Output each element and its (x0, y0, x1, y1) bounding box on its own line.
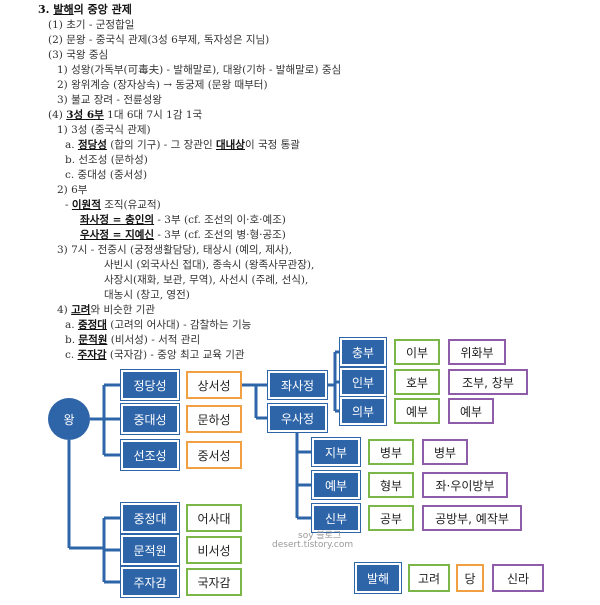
outline-line: (1) 초기 - 군정합일 (48, 19, 135, 31)
outline-line: 우사정 = 지예신 - 3부 (cf. 조선의 병·형·공조) (80, 229, 286, 241)
outline-line: 좌사정 = 충인의 - 3부 (cf. 조선의 이·호·예조) (80, 214, 286, 226)
outline-line: 1) 성왕(가독부(可毒夫) - 발해말로), 대왕(기하 - 발해말로) 중심 (57, 64, 342, 76)
goryeo-equivalent: 어사대 (186, 504, 242, 532)
outline-line: 2) 6부 (57, 184, 88, 196)
outline-line: c. 주자감 (국자감) - 중앙 최고 교육 기관 (65, 349, 245, 361)
outline-line: b. 문적원 (비서성) - 서적 관리 (65, 334, 201, 346)
other-node-munjeok: 문적원 (120, 534, 180, 566)
joseon-equivalent: 공부 (368, 505, 414, 531)
outline-line: 3) 불교 장려 - 전륜성왕 (57, 94, 162, 106)
tang-equivalent: 예부 (448, 398, 494, 424)
outline-line: 대농시 (창고, 영전) (104, 289, 190, 301)
tang-equivalent: 병부 (422, 439, 468, 465)
watermark-blog: soy 블로그 (298, 531, 342, 541)
outline-line: (2) 문왕 - 중국식 관제(3성 6부제, 독자성은 지님) (48, 34, 270, 46)
goryeo-equivalent-jungseo: 중서성 (186, 441, 242, 469)
outline-line: - 이원적 조직(유교적) (65, 199, 161, 211)
other-node-juja: 주자감 (120, 566, 180, 598)
other-node-jungjeong: 중정대 (120, 502, 180, 534)
watermark-url: desert.tistory.com (272, 540, 354, 550)
outline-line: (3) 국왕 중심 (48, 49, 109, 61)
samseong-node-jungdae: 중대성 (120, 403, 180, 435)
outline-line: 1) 3성 (중국식 관제) (57, 124, 151, 136)
outline-line: 사장시(재화, 보관, 무역), 사선시 (주례, 선식), (104, 274, 309, 286)
bu-node-ji: 지부 (311, 437, 361, 467)
outline-line: 4) 고려와 비슷한 기관 (57, 304, 156, 316)
bu-node-ui: 의부 (339, 396, 387, 426)
samseong-node-seonjo: 선조성 (120, 439, 180, 471)
outline-line: (4) 3성 6부 1대 6대 7시 1감 1국 (48, 109, 203, 121)
section-heading: 3. 발해의 중앙 관제 (38, 3, 132, 16)
legend-silla: 신라 (492, 564, 544, 592)
samseong-node-jeongdang: 정당성 (120, 369, 180, 401)
bu-node-chung: 충부 (339, 337, 387, 367)
tang-equivalent: 조부, 창부 (448, 369, 528, 395)
joseon-equivalent: 예부 (394, 398, 440, 424)
legend-dang: 당 (456, 564, 484, 592)
outline-line: 3) 7시 - 전중시 (궁정생활담당), 태상시 (예의, 제사), (57, 244, 292, 256)
outline-line: b. 선조성 (문하성) (65, 154, 148, 166)
joseon-equivalent: 이부 (394, 339, 440, 365)
outline-line: a. 정당성 (합의 기구) - 그 장관인 대내상이 국정 통괄 (65, 139, 300, 151)
tang-equivalent: 공방부, 예작부 (422, 505, 522, 531)
king-node: 왕 (48, 398, 90, 440)
goryeo-equivalent-munha: 문하성 (186, 405, 242, 433)
outline-line: c. 중대성 (중서성) (65, 169, 148, 181)
jwasajeong-node: 좌사정 (267, 370, 328, 400)
outline-line: a. 중정대 (고려의 어사대) - 감찰하는 기능 (65, 319, 252, 331)
bu-node-ye: 예부 (311, 470, 361, 500)
bu-node-sin: 신부 (311, 503, 361, 533)
tang-equivalent: 좌·우이방부 (422, 472, 508, 498)
joseon-equivalent: 형부 (368, 472, 414, 498)
goryeo-equivalent-sangseo: 상서성 (186, 371, 242, 399)
bu-node-in: 인부 (339, 367, 387, 397)
usajeong-node: 우사정 (267, 403, 328, 433)
goryeo-equivalent: 비서성 (186, 536, 242, 564)
tang-equivalent: 위화부 (448, 339, 506, 365)
outline-line: 사빈시 (외국사신 접대), 종속시 (왕족사무관장), (104, 259, 315, 271)
goryeo-equivalent: 국자감 (186, 568, 242, 596)
outline-line: 2) 왕위계승 (장자상속) → 동궁제 (문왕 때부터) (57, 79, 268, 91)
legend-goryeo: 고려 (408, 564, 450, 592)
joseon-equivalent: 호부 (394, 369, 440, 395)
legend-balhae: 발해 (354, 562, 402, 594)
joseon-equivalent: 병부 (368, 439, 414, 465)
